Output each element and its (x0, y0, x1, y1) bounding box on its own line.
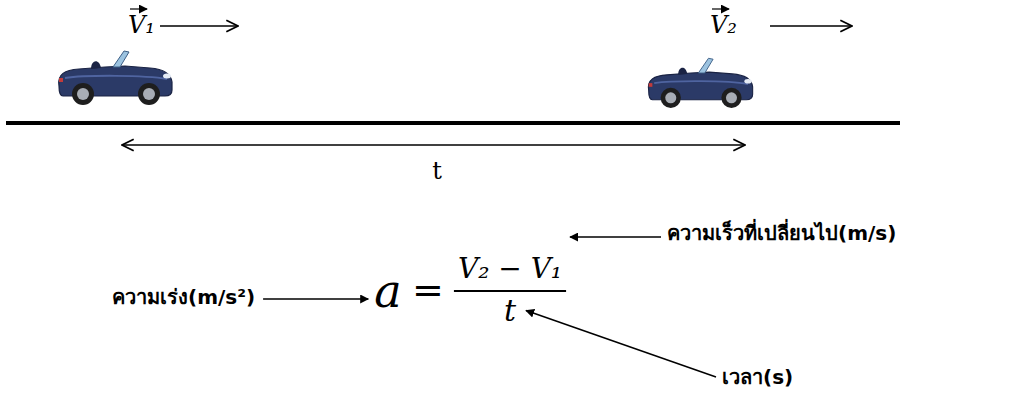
leader-arrow (263, 298, 368, 300)
time-span-arrow (122, 144, 745, 146)
annotation-text: ความเร็วที่เปลี่ยนไป(m/s) (667, 222, 896, 244)
velocity-arrow (770, 25, 852, 27)
time-label: t (432, 158, 442, 184)
car-illustration (59, 51, 172, 105)
ground-line (6, 121, 900, 125)
velocity-arrow (160, 25, 238, 27)
velocity-label: V₂ (710, 12, 737, 38)
formula-denominator: t (504, 294, 516, 327)
leader-arrow (570, 236, 661, 238)
vector-sign (130, 8, 147, 9)
formula-symbol: a (374, 266, 401, 317)
vector-sign (712, 8, 729, 9)
annotation-text: ความเร่ง(m/s²) (112, 286, 255, 308)
leader-arrow (526, 311, 716, 378)
car-illustration (648, 58, 752, 108)
velocity-label: V₁ (128, 12, 155, 38)
formula-symbol: = (412, 270, 444, 312)
formula-numerator: V₂ − V₁ (458, 254, 562, 285)
annotation-text: เวลา(s) (722, 366, 793, 388)
fraction-bar (454, 290, 566, 292)
